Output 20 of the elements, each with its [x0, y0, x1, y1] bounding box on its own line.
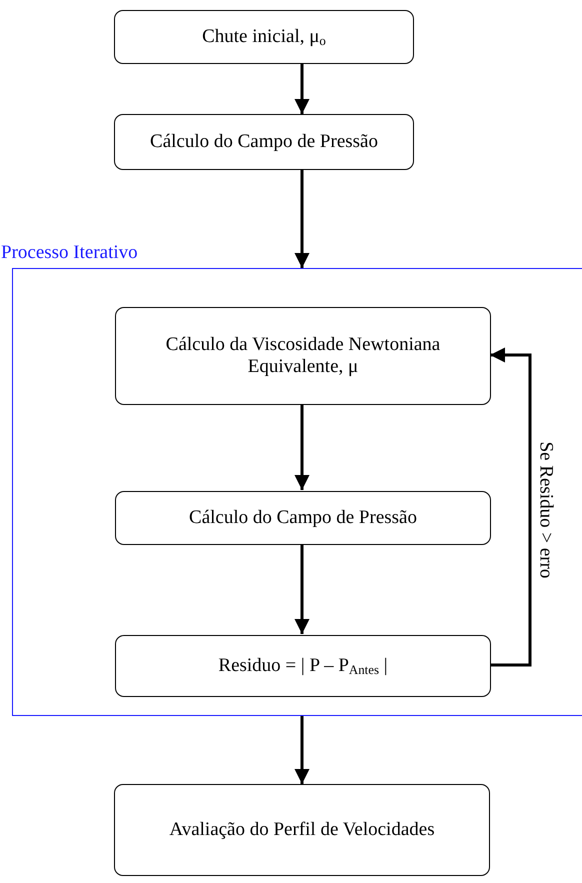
- process-box: [115, 635, 491, 697]
- process-box: [115, 491, 491, 545]
- arrow: [294, 64, 310, 114]
- process-box: [115, 307, 491, 405]
- box-label: Avaliação do Perfil de Velocidades: [169, 819, 435, 841]
- box-label: Chute inicial, μ$_{o}$: [202, 26, 326, 48]
- arrow: [294, 404, 310, 490]
- arrow: [294, 170, 310, 268]
- process-box: [114, 10, 414, 64]
- box-label: Residuo = | P – P$_{Antes}$ |: [218, 655, 388, 677]
- process-box: [114, 114, 414, 170]
- box-label: Cálculo da Viscosidade Newtoniana Equivalente, μ: [164, 334, 442, 378]
- box-label: Cálculo do Campo de Pressão: [189, 507, 417, 529]
- edge-label: Se Residuo > erro: [536, 442, 556, 578]
- box-label: Cálculo do Campo de Pressão: [150, 131, 378, 153]
- process-box: [114, 784, 490, 876]
- group-heading: Processo Iterativo: [1, 242, 138, 264]
- arrow: [294, 716, 310, 784]
- arrow: [490, 348, 532, 666]
- arrow: [294, 544, 310, 634]
